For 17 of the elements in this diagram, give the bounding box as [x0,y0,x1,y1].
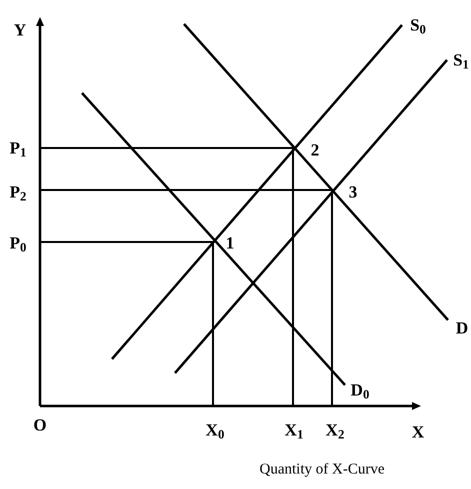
curve-label: S$_{0}$ [410,16,426,34]
point-label: 3 [348,184,358,200]
quantity-label: X$_{2}$ [326,422,344,438]
axis-label: X [412,424,424,440]
curve-label: D$_{0}$ [350,382,370,398]
point-label: 2 [310,142,320,158]
curve-label: D [456,320,468,336]
price-label: P$_{1}$ [10,140,26,156]
axis-title: Quantity of X-Curve [260,462,384,478]
quantity-label: X$_{1}$ [284,422,304,438]
quantity-label: X$_{0}$ [206,422,224,438]
axis-label: Y [14,22,26,38]
point-label: 1 [226,234,234,252]
curve-label: S$_{1}$ [453,52,469,68]
price-label: P$_{2}$ [10,184,26,200]
price-label: P$_{0}$ [10,234,26,252]
origin-label: O [33,416,47,434]
